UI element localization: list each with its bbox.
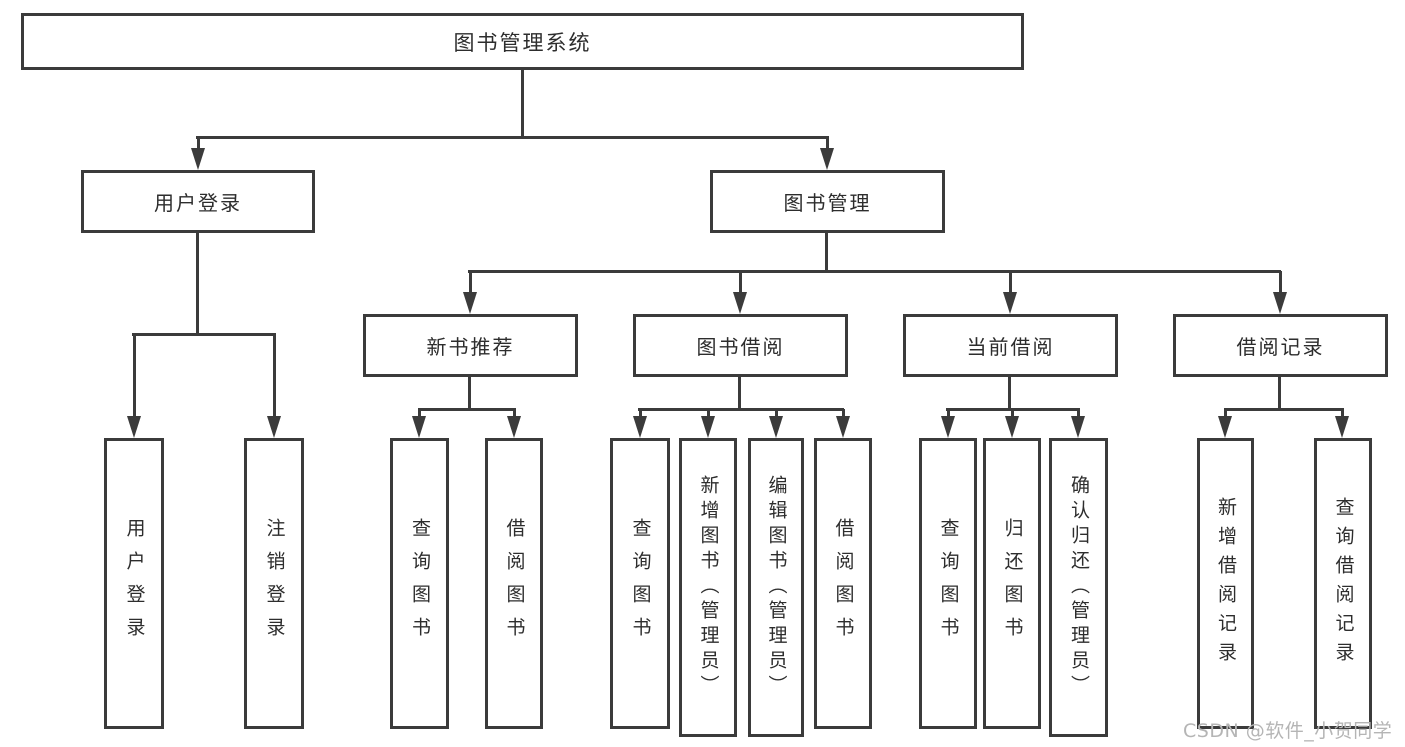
leaf-query-books-current: 查询图书 [919,438,977,729]
node-book-borrowing: 图书借阅 [633,314,848,377]
leaf-query-books-borrowing: 查询图书 [610,438,670,729]
connector-hline [638,408,844,411]
connector-arrow-down [127,334,141,438]
leaf-confirm-return-admin: 确认归还（管理员） [1049,438,1108,737]
connector-arrow-down [701,409,715,438]
node-root: 图书管理系统 [21,13,1024,70]
connector-vline [1008,375,1011,411]
connector-arrow-down [733,271,747,314]
leaf-return-books: 归还图书 [983,438,1041,729]
node-root-label: 图书管理系统 [453,30,592,55]
node-borrowing-records: 借阅记录 [1173,314,1388,377]
connector-arrow-down [820,137,834,170]
connector-vline [196,231,199,336]
connector-vline [825,231,828,273]
leaf-logout-login: 注销登录 [244,438,304,729]
node-borrowing-records-label: 借阅记录 [1236,335,1325,359]
leaf-user-login: 用户登录 [104,438,164,729]
connector-arrow-down [836,409,850,438]
node-user-login-label: 用户登录 [154,191,242,215]
connector-vline [1278,375,1281,411]
node-user-login: 用户登录 [81,170,315,233]
connector-arrow-down [1003,271,1017,314]
connector-arrow-down [769,409,783,438]
node-book-management: 图书管理 [710,170,945,233]
connector-vline [738,375,741,411]
connector-hline [196,136,829,139]
connector-vline [521,68,524,138]
connector-arrow-down [1335,409,1349,438]
connector-hline [418,408,516,411]
connector-arrow-down [1005,409,1019,438]
node-book-borrowing-label: 图书借阅 [696,335,785,359]
leaf-borrow-books-recommend: 借阅图书 [485,438,543,729]
connector-arrow-down [507,409,521,438]
connector-hline [1224,408,1344,411]
leaf-edit-books-admin: 编辑图书（管理员） [748,438,804,737]
watermark: CSDN @软件_小贺同学 [1183,720,1393,742]
connector-hline [468,270,1281,273]
connector-arrow-down [633,409,647,438]
node-book-management-label: 图书管理 [783,191,872,215]
connector-arrow-down [191,137,205,170]
connector-hline [132,333,276,336]
connector-arrow-down [1218,409,1232,438]
node-new-book-recommend-label: 新书推荐 [426,335,515,359]
connector-arrow-down [1071,409,1085,438]
leaf-add-books-admin: 新增图书（管理员） [679,438,737,737]
leaf-query-borrow-record: 查询借阅记录 [1314,438,1372,729]
leaf-query-books-recommend: 查询图书 [390,438,449,729]
connector-arrow-down [463,271,477,314]
connector-arrow-down [412,409,426,438]
connector-arrow-down [1273,271,1287,314]
node-new-book-recommend: 新书推荐 [363,314,578,377]
leaf-borrow-books-borrowing: 借阅图书 [814,438,872,729]
connector-vline [468,375,471,411]
node-current-borrowing: 当前借阅 [903,314,1118,377]
connector-arrow-down [267,334,281,438]
node-current-borrowing-label: 当前借阅 [966,335,1055,359]
connector-arrow-down [941,409,955,438]
leaf-add-borrow-record: 新增借阅记录 [1197,438,1254,729]
